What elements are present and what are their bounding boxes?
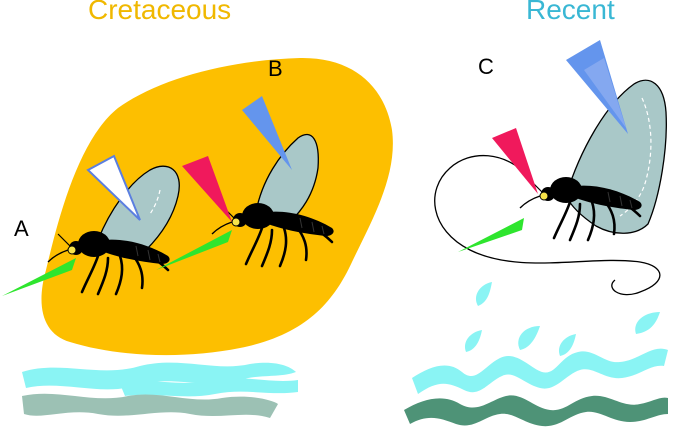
wing-vein bbox=[149, 189, 161, 215]
insect-b bbox=[211, 133, 334, 268]
red-cone-icon bbox=[492, 128, 538, 194]
insect-icon bbox=[47, 231, 170, 296]
panel-label-a: A bbox=[14, 216, 29, 241]
thread-line bbox=[434, 155, 661, 296]
blue-cone-icon bbox=[242, 96, 292, 170]
insect-c bbox=[519, 79, 667, 242]
insect-icon bbox=[519, 177, 642, 242]
green-cone-icon bbox=[2, 258, 76, 296]
panel-label-c: C bbox=[478, 54, 494, 79]
heading-recent: Recent bbox=[526, 0, 615, 25]
blue-cone-icon bbox=[584, 58, 626, 128]
panel-label-b: B bbox=[268, 56, 283, 81]
red-cone-icon bbox=[182, 156, 232, 222]
insect-a bbox=[47, 165, 180, 296]
insect-icon bbox=[211, 203, 334, 268]
green-cone-icon bbox=[156, 230, 232, 270]
water-waves-right bbox=[404, 348, 668, 427]
white-cone-icon bbox=[86, 154, 141, 221]
water-droplets bbox=[464, 282, 660, 356]
water-waves-left bbox=[22, 362, 298, 418]
amber-blob bbox=[41, 57, 393, 356]
heading-cretaceous: Cretaceous bbox=[88, 0, 232, 25]
green-cone-icon bbox=[458, 218, 524, 252]
